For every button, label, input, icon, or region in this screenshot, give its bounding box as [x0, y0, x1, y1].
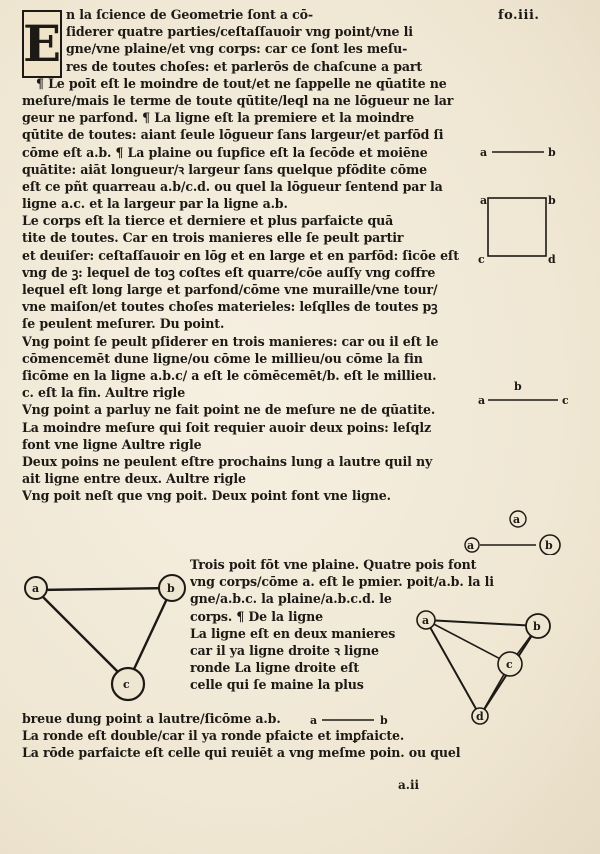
label-b: b: [548, 194, 556, 207]
text-line: c. eſt la fin. Aultre rigle: [22, 385, 186, 401]
text-line: ligne a.c. et la largeur par la ligne a.…: [22, 196, 288, 212]
tetrahedron-figure: a b c d: [416, 610, 551, 725]
square-figure: a b c d: [478, 194, 556, 266]
points-figure: a a b: [464, 510, 561, 555]
label-c: c: [478, 253, 485, 266]
text-line: meſure/mais le terme de toute qūtite/leq…: [22, 92, 454, 108]
text-line: res de toutes choſes: et parlerōs de cha…: [66, 58, 423, 74]
text-line: cōme eſt a.b. ¶ La plaine ou ſupfice eſt…: [22, 144, 428, 160]
signature-mark: a.ii: [398, 778, 420, 792]
text-line: car il ya ligne droite ꝛ ligne: [190, 642, 379, 658]
label-b: b: [533, 620, 541, 633]
label-b: b: [380, 714, 388, 727]
label-d: d: [476, 710, 484, 723]
text-line: Trois poit fōt vne plaine. Quatre pois f…: [190, 557, 477, 572]
text-line: ſe peulent meſurer. Du point.: [22, 316, 225, 332]
text-line: ait ligne entre deux. Aultre rigle: [22, 471, 246, 487]
text-line: Vng point a parluy ne fait point ne de m…: [22, 402, 436, 418]
text-line: ¶ Le poīt eſt le moindre de tout/et ne ſ…: [36, 75, 447, 91]
bottom-text-block: breue dung point a lautre/ſicōme a.b. La…: [22, 710, 522, 762]
label-a: a: [478, 394, 485, 407]
text-line: lequel eſt long large et parfond/cōme vn…: [22, 282, 438, 297]
text-line: gne/vne plaine/et vng corps: car ce ſont…: [66, 41, 408, 57]
text-line: font vne ligne Aultre rigle: [22, 436, 202, 452]
lower-text-block: Trois poit fōt vne plaine. Quatre pois f…: [190, 556, 535, 694]
text-line: cōmencemēt dune ligne/ou cōme le millieu…: [22, 350, 423, 366]
label-d: d: [548, 253, 556, 266]
text-line: celle qui ſe maine la plus: [190, 677, 364, 693]
line-figure-ab: a b: [480, 146, 556, 159]
folio-number: fo.iii.: [498, 8, 540, 23]
text-line: ſicōme en la ligne a.b.c/ a eſt le cōmēc…: [22, 367, 437, 383]
text-line: breue dung point a lautre/ſicōme a.b.: [22, 711, 281, 726]
text-line: ſiderer quatre parties/ceſtaſſauoir vng …: [66, 24, 413, 40]
label-a: a: [513, 513, 520, 526]
text-line: Deux poins ne peulent eſtre prochains lu…: [22, 453, 433, 469]
label-c: c: [123, 678, 130, 691]
text-line: vng de ꝫ: lequel de toꝫ coſtes eſt quarr…: [22, 264, 436, 280]
label-a: a: [32, 582, 39, 595]
text-line: La ronde eſt double/car il ya ronde pfai…: [22, 728, 405, 744]
label-a: a: [480, 146, 487, 159]
label-b: b: [548, 146, 556, 159]
text-line: vne maiſon/et toutes choſes materieles: …: [22, 299, 438, 315]
text-line: ronde La ligne droite eſt: [190, 660, 360, 676]
label-c: c: [562, 394, 569, 407]
text-line: n la ſcience de Geometrie ſont a cō-: [66, 7, 313, 22]
text-line: La ligne eſt en deux manieres: [190, 625, 396, 641]
text-line: et deuiſer: ceſtaſſauoir en lōg et en la…: [22, 247, 459, 263]
label-a: a: [310, 714, 317, 727]
drop-capital: E: [22, 10, 62, 78]
label-a: a: [422, 614, 429, 627]
line-figure-abc: a b c: [478, 380, 569, 407]
margin-figures: a b a b c d a b c: [478, 146, 569, 407]
label-b: b: [514, 380, 522, 393]
text-line: geur ne parfond. ¶ La ligne eſt la premi…: [22, 110, 415, 126]
label-a: a: [480, 194, 487, 207]
text-line: qūtite de toutes: aiant ſeule lōgueur ſa…: [22, 127, 444, 143]
label-c: c: [506, 658, 513, 671]
label-a: a: [467, 539, 474, 552]
text-line: tite de toutes. Car en trois manieres el…: [22, 230, 404, 246]
text-line: La moindre meſure qui ſoit requier auoir…: [22, 419, 431, 435]
text-line: Vng point ſe peult pſiderer en trois man…: [22, 333, 439, 349]
text-line: eſt ce pñt quarreau a.b/c.d. ou quel la …: [22, 178, 443, 194]
text-line: vng corps/cōme a. eſt le pmier. poit/a.b…: [190, 574, 494, 590]
text-line: gne/a.b.c. la plaine/a.b.c.d. le: [190, 591, 392, 607]
text-line: Vng poit neſt que vng poit. Deux point f…: [22, 488, 391, 504]
text-line: quātite: aiāt longueur/ꝛ largeur ſans qu…: [22, 161, 427, 177]
triangle-figure: a b c: [24, 574, 186, 702]
text-line: corps. ¶ De la ligne: [190, 608, 323, 624]
text-line: Le corps eſt la tierce et derniere et pl…: [22, 213, 394, 229]
main-text-block: n la ſcience de Geometrie ſont a cō- ſid…: [22, 6, 490, 504]
inline-line-ab: a b: [310, 714, 388, 727]
point-a-circle: [509, 510, 527, 528]
label-b: b: [545, 539, 553, 552]
label-b: b: [167, 582, 175, 595]
text-line: La rōde parfaicte eſt celle qui reuiēt a…: [22, 745, 461, 761]
